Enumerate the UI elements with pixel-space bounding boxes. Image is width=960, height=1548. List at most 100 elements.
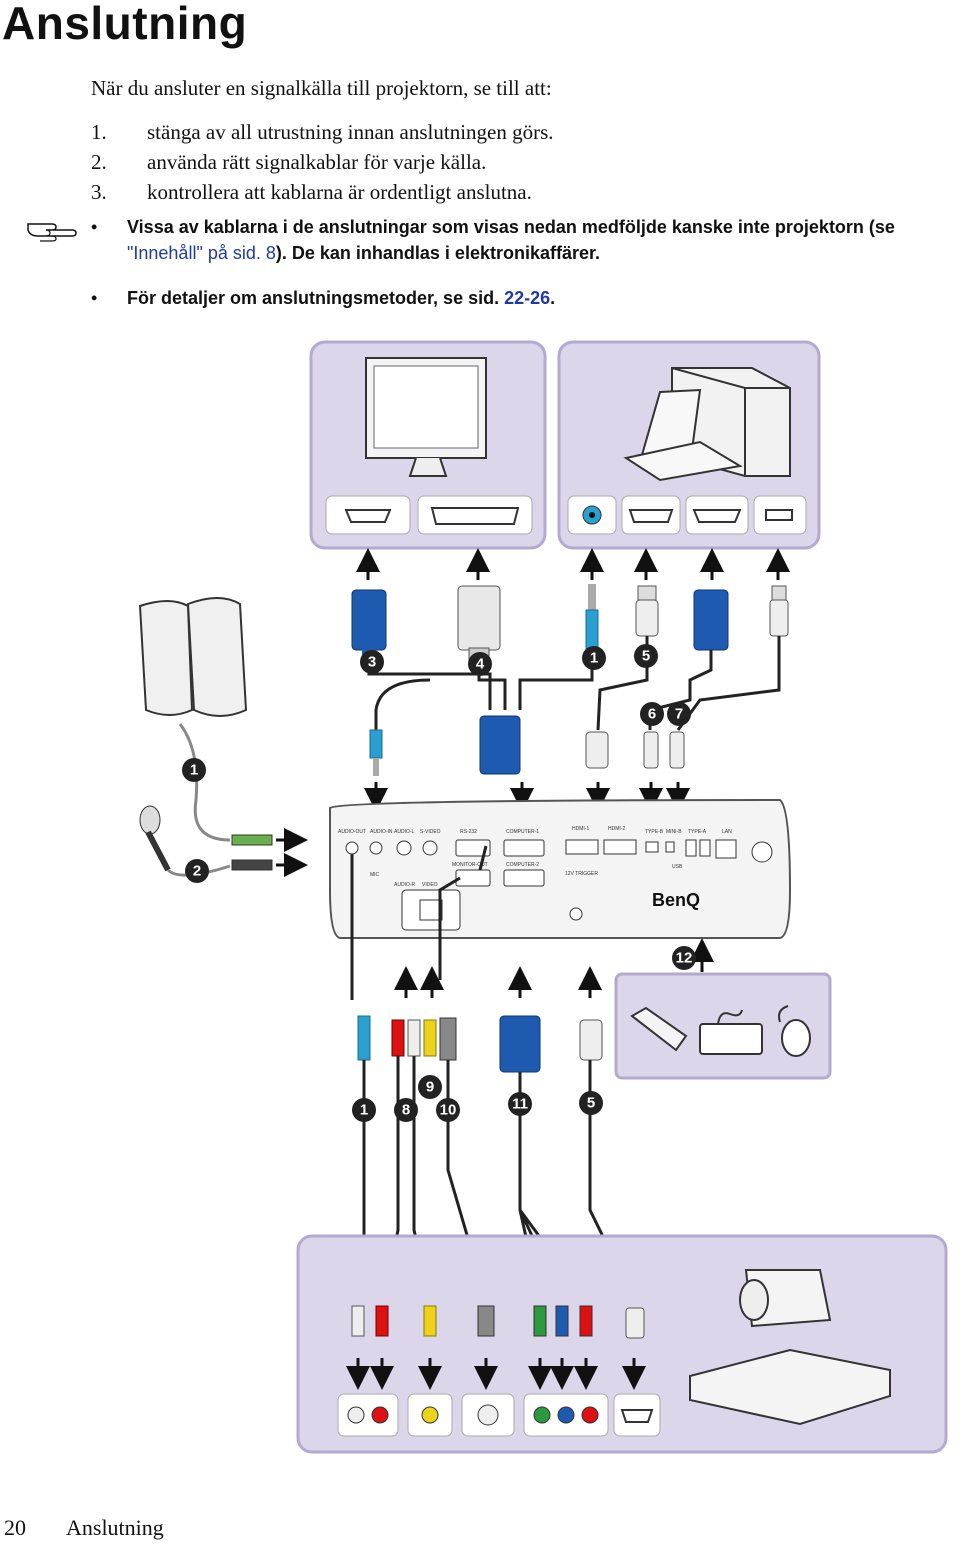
page-number: 20 [4,1515,26,1540]
usb-peripherals-panel [614,972,832,1080]
note-2-label: För detaljer om anslutningsmetoder, se s… [127,288,505,308]
badge-6: 6 [640,702,664,726]
badge-11: 11 [508,1092,532,1116]
laptop-icon [623,388,743,482]
video-devices-panel [296,1234,948,1454]
rca-plug-yellow-icon [423,1305,437,1337]
hdmi-plug-icon [585,731,609,769]
contents-link[interactable]: "Innehåll" på sid. 8 [127,243,276,263]
rca-plugs-icon [391,1019,437,1057]
pointing-hand-icon [26,216,82,247]
camcorder-icon [739,1269,832,1328]
panel-label: MIC [370,872,380,878]
dvd-player-icon [689,1348,891,1426]
usb-flash-drive-icon [630,1006,688,1052]
badge-7: 7 [667,702,691,726]
step-number: 1. [91,120,107,144]
panel-label: AUDIO-IN [370,829,393,835]
monitor-icon [365,357,487,477]
panel-label: RS-232 [460,829,477,835]
panel-label: TYPE-B [645,829,664,835]
panel-label: COMPUTER-2 [506,862,539,868]
badge-9: 9 [418,1075,442,1099]
note-2-text: För detaljer om anslutningsmetoder, se s… [127,288,555,309]
speakers-icon [138,597,248,717]
badge-5: 5 [634,644,658,668]
panel-label: USB [672,864,683,870]
computer-device-panel [557,340,821,550]
badge-12: 12 [672,946,696,970]
svg-text:2: 2 [193,863,201,880]
step-text: använda rätt signalkablar för varje käll… [147,150,487,174]
panel-label: AUDIO-OUT [338,829,366,835]
upward-arrows [356,548,790,580]
svg-text:11: 11 [512,1096,528,1113]
footer-section: Anslutning [66,1515,164,1540]
note-1-tail: ). De kan inhandlas i elektronikaffärer. [275,243,601,263]
svg-text:7: 7 [675,706,683,723]
hdmi-plug-icon [625,1307,645,1339]
svg-text:8: 8 [402,1102,410,1119]
component-plug-red-icon [579,1305,593,1337]
badge-5: 5 [579,1091,603,1115]
pages-link[interactable]: 22-26 [504,288,551,308]
component-plug-blue-icon [555,1305,569,1337]
panel-label: AUDIO-R [394,882,416,888]
vga-plug-icon [479,715,521,775]
downward-arrows [364,782,690,812]
audio-plug-icon [231,834,273,871]
step-1: 1. stänga av all utrustning innan anslutn… [91,120,554,145]
note-2-end: . [550,288,556,308]
step-text: kontrollera att kablarna är ordentligt a… [147,180,532,204]
usb-plug-icon [669,731,685,769]
audio-plug-icon [357,1015,371,1061]
svg-text:4: 4 [476,656,485,673]
audio-plug-icon [585,584,599,651]
step-2: 2.använda rätt signalkablar för varje kä… [91,150,486,175]
bottom-plugs [351,1305,645,1339]
rca-plug-red-icon [375,1305,389,1337]
badge-2: 2 [185,859,209,883]
keyboard-icon [699,1009,763,1055]
bullet: • [91,288,98,308]
audio-plug-icon [369,729,383,776]
upward-arrows [394,966,602,998]
svg-text:3: 3 [368,654,376,671]
svideo-plug-icon [477,1305,495,1337]
panel-label: MONITOR-OUT [452,862,488,868]
panel-label: 12V TRIGGER [565,871,598,877]
usb-plug-icon [769,585,789,637]
svg-text:5: 5 [587,1095,595,1112]
component-plug-green-icon [533,1305,547,1337]
svideo-plug-icon [439,1017,457,1061]
svg-text:5: 5 [642,648,650,665]
hdmi-plug-icon [635,585,659,637]
bullet: • [91,217,98,237]
panel-label: MINI-B [666,829,682,835]
brand-logo: BenQ [652,890,700,910]
svg-text:1: 1 [360,1102,368,1119]
hdmi-plug-icon [579,1019,603,1061]
page-title: Anslutning [2,0,248,49]
badge-8: 8 [394,1098,418,1122]
connection-diagram: AUDIO-OUT AUDIO-IN AUDIO-L S-VIDEO RS-23… [138,340,948,1454]
rca-audio-port-icon [337,1393,399,1437]
panel-label: HDMI-2 [608,826,625,832]
badge-1: 1 [182,758,206,782]
badge-1: 1 [352,1098,376,1122]
badge-3: 3 [360,650,384,674]
badge-10: 10 [436,1098,460,1122]
vga-plug-icon [693,589,729,651]
audio-cables [166,723,231,877]
note-1-line-1: Vissa av kablarna i de anslutningar som … [127,217,895,237]
step-3: 3.kontrollera att kablarna är ordentligt… [91,180,532,205]
panel-label: HDMI-1 [572,826,589,832]
badge-1: 1 [582,646,606,670]
downward-arrows [346,1358,646,1390]
intro-text: När du ansluter en signalkälla till proj… [91,76,552,100]
panel-label: VIDEO [422,882,438,888]
svg-text:6: 6 [648,706,656,723]
monitor-device-panel [309,340,547,550]
vga-plug-icon [499,1015,541,1073]
step-text: stänga av all utrustning innan anslutnin… [147,120,554,144]
